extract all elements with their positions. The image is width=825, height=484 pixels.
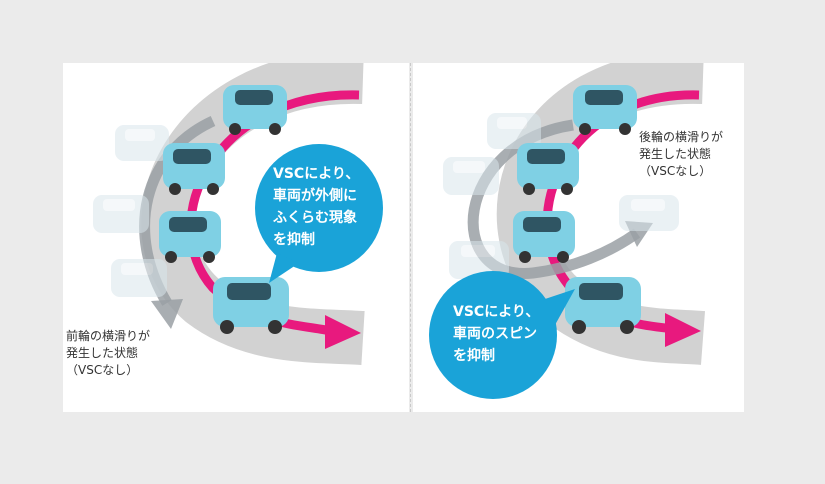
understeer-caption: 前輪の横滑りが 発生した状態 （VSCなし）	[66, 328, 150, 379]
speech-bubble	[429, 271, 557, 399]
speech-bubble	[255, 144, 383, 272]
bubble-line: VSCにより、	[453, 304, 540, 320]
panel-divider	[410, 63, 411, 412]
vsc-path-arrowhead	[665, 313, 701, 347]
car	[565, 277, 641, 334]
car	[573, 85, 637, 135]
caption-line: （VSCなし）	[66, 363, 139, 377]
ghost-car	[487, 113, 541, 149]
bubble-line: ふくらむ現象	[273, 210, 357, 226]
understeer-scene	[93, 63, 383, 365]
bubble-line: 車両が外側に	[273, 188, 357, 204]
caption-line: 前輪の横滑りが	[66, 329, 151, 343]
bubble-line: を抑制	[273, 232, 315, 248]
ghost-car	[111, 259, 167, 297]
bubble-line: VSCにより、	[273, 166, 360, 182]
bubble-line: 車両のスピン	[453, 326, 537, 342]
understeer-panel: VSCにより、 車両が外側に ふくらむ現象 を抑制 前輪の横滑りが 発生した状態…	[63, 63, 409, 412]
understeer-arrowhead	[151, 299, 183, 329]
caption-line: 後輪の横滑りが	[639, 130, 724, 144]
bubble-text: VSCにより、 車両のスピン を抑制	[453, 301, 539, 367]
caption-line: 発生した状態	[66, 346, 139, 360]
car	[513, 211, 575, 263]
bubble-text: VSCにより、 車両が外側に ふくらむ現象 を抑制	[273, 163, 359, 251]
bubble-line: を抑制	[453, 348, 495, 364]
caption-line: 発生した状態	[639, 147, 712, 161]
car	[159, 211, 221, 263]
vsc-path-arrowhead	[325, 315, 361, 349]
car	[223, 85, 287, 135]
speech-bubble-tail	[545, 289, 575, 325]
car	[163, 143, 225, 195]
oversteer-scene	[429, 63, 706, 399]
ghost-car	[115, 125, 169, 161]
speech-bubble-tail	[269, 253, 299, 283]
ghost-car	[449, 241, 509, 279]
oversteer-caption: 後輪の横滑りが 発生した状態 （VSCなし）	[639, 129, 723, 180]
ghost-car	[619, 195, 679, 231]
car	[213, 277, 289, 334]
ghost-car	[443, 157, 499, 195]
car	[517, 143, 579, 195]
oversteer-panel: VSCにより、 車両のスピン を抑制 後輪の横滑りが 発生した状態 （VSCなし…	[413, 63, 744, 412]
caption-line: （VSCなし）	[639, 164, 712, 178]
ghost-car	[93, 195, 149, 233]
